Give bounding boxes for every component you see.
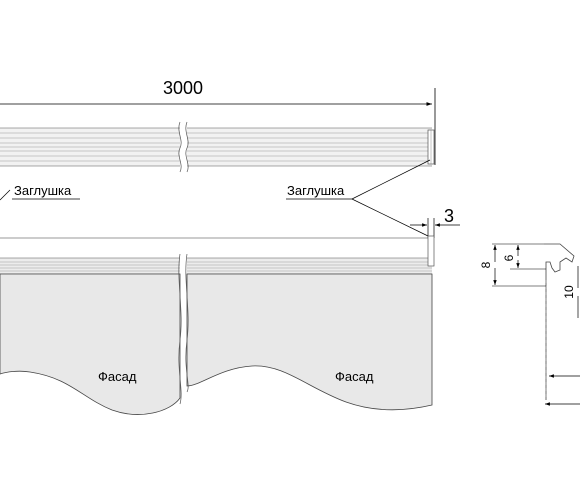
height-6-label: 6 [502,254,516,261]
profile-strip-top-view [0,121,435,173]
facade-label-left: Фасад [98,369,137,384]
end-cap-callout-right: Заглушка [286,159,431,237]
facade-panel-right [186,273,433,411]
gap-label: 3 [444,206,454,226]
facade-panel-left [0,273,181,415]
depth-10-label: 10 [562,285,576,299]
length-label: 3000 [163,78,203,98]
length-dimension: 3000 [0,78,436,165]
height-8-label: 8 [479,261,493,268]
end-cap-label-left: Заглушка [14,183,72,198]
facade-assembly: Фасад Фасад [0,235,435,415]
gap-dimension: 3 [410,206,460,238]
profile-cross-section: 8 6 10 [479,243,580,406]
facade-label-right: Фасад [335,369,374,384]
end-cap-callout-left: Заглушка [0,183,80,201]
end-cap-label-right: Заглушка [287,183,345,198]
